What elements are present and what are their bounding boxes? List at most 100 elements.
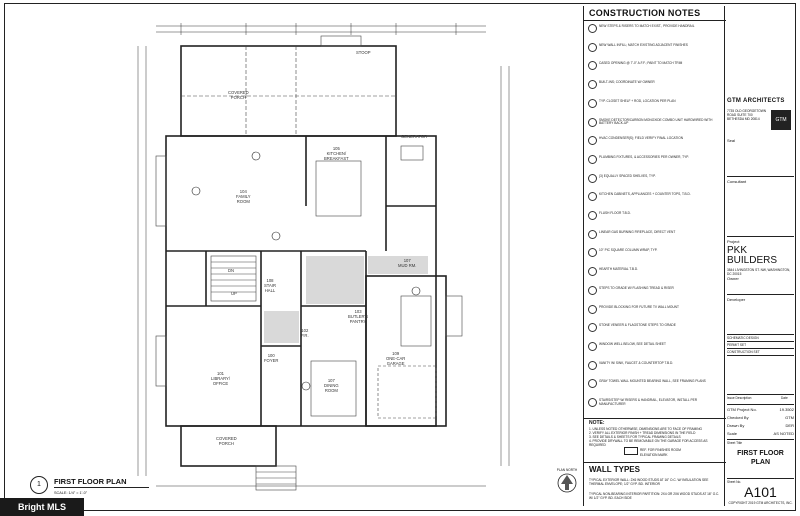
construction-note-item: PROVIDE BLOCKING FOR FUTURE TV WALL MOUN… — [588, 304, 722, 315]
note-number-bubble — [588, 192, 597, 202]
note-number-bubble — [588, 117, 597, 127]
divider — [727, 404, 794, 405]
construction-note-item: VANITY W/ SINK, FAUCET & COUNTERTOP T.B.… — [588, 360, 722, 371]
project-label: Project — [727, 239, 740, 244]
note-number-bubble — [588, 98, 597, 108]
checked-label: Checked By — [727, 415, 749, 420]
note-number-bubble — [588, 285, 597, 295]
construction-note-item: KITCHEN CABINETS, APPLIANCES + COUNTER T… — [588, 192, 722, 202]
construction-note-item: HVAC CONDENSER(S); FIELD VERIFY FINAL LO… — [588, 136, 722, 146]
note-number-bubble — [588, 360, 597, 370]
firm-logo: GTM — [771, 110, 791, 130]
note-line: 2. VERIFY ALL EXTERIOR FINISH + TREAD DI… — [589, 431, 696, 435]
plan-caption: FIRST FLOOR PLAN — [54, 477, 127, 486]
construction-note-item: LINEAR GAS BURNING FIREPLACE, DIRECT VEN… — [588, 229, 722, 240]
wall-type-1: TYPICAL EXTERIOR WALL: 2X6 WOOD STUDS AT… — [589, 478, 709, 487]
sheet-title: PLAN — [750, 459, 771, 466]
phase: CONSTRUCTION SET — [727, 350, 760, 354]
developer-label: Developer — [727, 297, 746, 302]
gtm-project-label: GTM Project No. — [727, 407, 757, 412]
note-number-bubble — [588, 398, 597, 407]
sheet-border — [4, 3, 796, 511]
notes-title: CONSTRUCTION NOTES — [589, 8, 701, 18]
note-text: (3) EQUALLY SPACED SHELVES, TYP. — [599, 173, 656, 178]
mls-watermark: Bright MLS — [0, 498, 84, 516]
note-text: STEPS TO GRADE W/ FLASHING TREAD & RISER — [599, 285, 674, 290]
north-arrow-icon — [557, 473, 577, 493]
scale-value: AS NOTED — [773, 431, 794, 436]
note-line: 3. SEE DETAILS & SHEETS FOR TYPICAL FRAM… — [589, 435, 681, 439]
drawn-label: Drawn By — [727, 423, 745, 428]
construction-note-item: FLUSH FLOOR T.B.D. — [588, 211, 722, 221]
note-text: HEARTH MATERIAL T.B.D. — [599, 267, 639, 272]
construction-note-item: TYP. CLOSET SHELF + ROD, LOCATION PER PL… — [588, 98, 722, 109]
issue-label: Issue Description — [727, 396, 752, 400]
legend-elev: ELEVATION MARK — [640, 453, 668, 457]
drawn-by: DER — [785, 423, 794, 428]
note-text: VANITY W/ SINK, FAUCET & COUNTERTOP T.B.… — [599, 360, 674, 365]
legend-ref: REF. FOR FINISHES ROOM — [640, 448, 681, 452]
construction-note-item: NEW STEPS & RISERS TO MATCH EXIST., PROV… — [588, 24, 722, 34]
construction-note-item: STEPS TO GRADE W/ FLASHING TREAD & RISER — [588, 285, 722, 296]
divider — [727, 439, 794, 440]
date-label: Date — [781, 396, 788, 400]
note-text: BUILT-INS; COORDINATE W/ OWNER — [599, 80, 655, 85]
sheet-title-label: Sheet Title — [727, 441, 743, 445]
note-number-bubble — [588, 154, 597, 164]
plan-north-label: PLAN NORTH — [556, 468, 578, 472]
owner-label: Owner — [727, 276, 739, 281]
plan-north: PLAN NORTH — [554, 468, 580, 499]
construction-note-item: HEARTH MATERIAL T.B.D. — [588, 267, 722, 277]
note-number-bubble — [588, 248, 597, 258]
divider — [727, 294, 794, 295]
note-text: 10" PIC SQUARE COLUMN WRAP, TYP. — [599, 248, 658, 253]
consultant-label: Consultant — [727, 179, 747, 184]
divider — [727, 394, 794, 395]
note-number-bubble — [588, 61, 597, 71]
project-name: PKK — [727, 245, 748, 256]
note-text: PROVIDE BLOCKING FOR FUTURE TV WALL MOUN… — [599, 304, 679, 309]
stair-up-label: UP — [231, 291, 237, 296]
note-number-bubble — [588, 304, 597, 314]
note-number-bubble — [588, 267, 597, 277]
note-text: FLUSH FLOOR T.B.D. — [599, 211, 631, 215]
plan-scale: SCALE: 1/4" = 1'-0" — [54, 491, 88, 495]
title-block: GTM ARCHITECTS 7735 OLD GEORGETOWN ROAD … — [727, 6, 794, 506]
note-number-bubble — [588, 80, 597, 90]
sheet-title: FIRST FLOOR — [737, 450, 784, 457]
construction-note-item: STAIRS/STEP W/ RISERS & HANDRAIL, ELEVAT… — [588, 398, 722, 408]
divider — [727, 236, 794, 237]
stair-dn-label: DN — [228, 268, 235, 273]
construction-note-item: NEW WALL INFILL; MATCH EXISTING ADJACENT… — [588, 42, 722, 53]
project-name: BUILDERS — [727, 255, 778, 266]
construction-note-item: GRAY TOWEL WALL MOUNTED BEARING WALL, SE… — [588, 379, 722, 389]
sheet-no-label: Sheet No. — [727, 480, 742, 484]
note-text: WINDOW WELL BELOW, SEE DETAIL SHEET — [599, 341, 667, 346]
note-number-bubble — [588, 341, 597, 351]
note-text: NEW WALL INFILL; MATCH EXISTING ADJACENT… — [599, 42, 688, 47]
construction-note-item: CASED OPENING @ 7'-0" A.F.F.; PAINT TO M… — [588, 61, 722, 71]
divider — [584, 418, 726, 419]
room-tag-symbol — [624, 447, 638, 455]
firm-address: 7735 OLD GEORGETOWN ROAD SUITE 700 BETHE… — [727, 109, 767, 122]
note-text: GRAY TOWEL WALL MOUNTED BEARING WALL, SE… — [599, 379, 706, 384]
note-number-bubble — [588, 42, 597, 52]
wall-type-2: TYPICAL NON-BEARING INTERIOR PARTITION: … — [589, 492, 720, 501]
note-number-bubble — [588, 173, 597, 183]
note-line: 1. UNLESS NOTED OTHERWISE, DIMENSIONS AR… — [589, 427, 702, 431]
divider — [727, 478, 794, 479]
divider — [727, 176, 794, 177]
note-number-bubble — [588, 211, 597, 220]
divider — [584, 20, 726, 21]
note-number-bubble — [588, 379, 597, 389]
